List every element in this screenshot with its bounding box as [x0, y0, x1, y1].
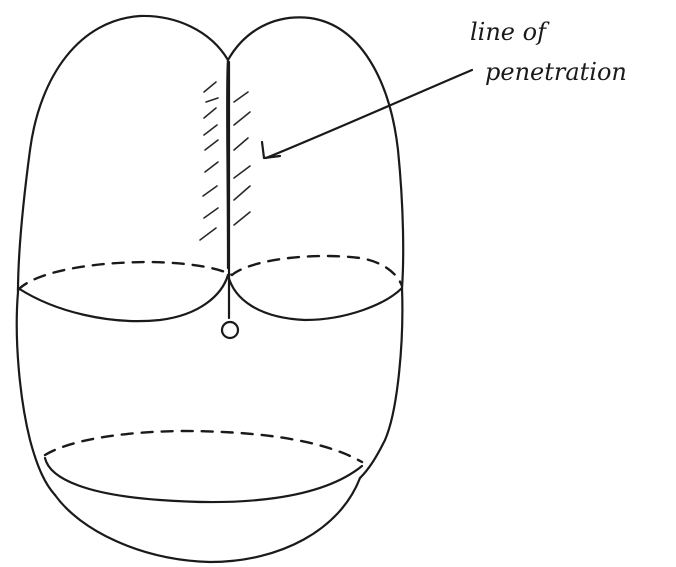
- right-front-cusp: [228, 275, 402, 320]
- lower-dashed-back-edge: [45, 431, 362, 462]
- body-right-side: [360, 288, 402, 478]
- body-left-side: [17, 292, 55, 495]
- annotation-line-2: penetration: [485, 58, 627, 86]
- waist-dashed-back-edge: [18, 256, 402, 290]
- midline-knot: [222, 322, 238, 338]
- penetration-hatching: [200, 82, 250, 240]
- left-upper-lobe: [18, 16, 228, 292]
- lower-front-edge: [45, 458, 362, 502]
- left-front-cusp: [18, 275, 228, 321]
- right-upper-lobe: [228, 17, 403, 288]
- annotation-line-1: line of: [470, 18, 550, 46]
- pointer-arrow-line: [266, 70, 472, 158]
